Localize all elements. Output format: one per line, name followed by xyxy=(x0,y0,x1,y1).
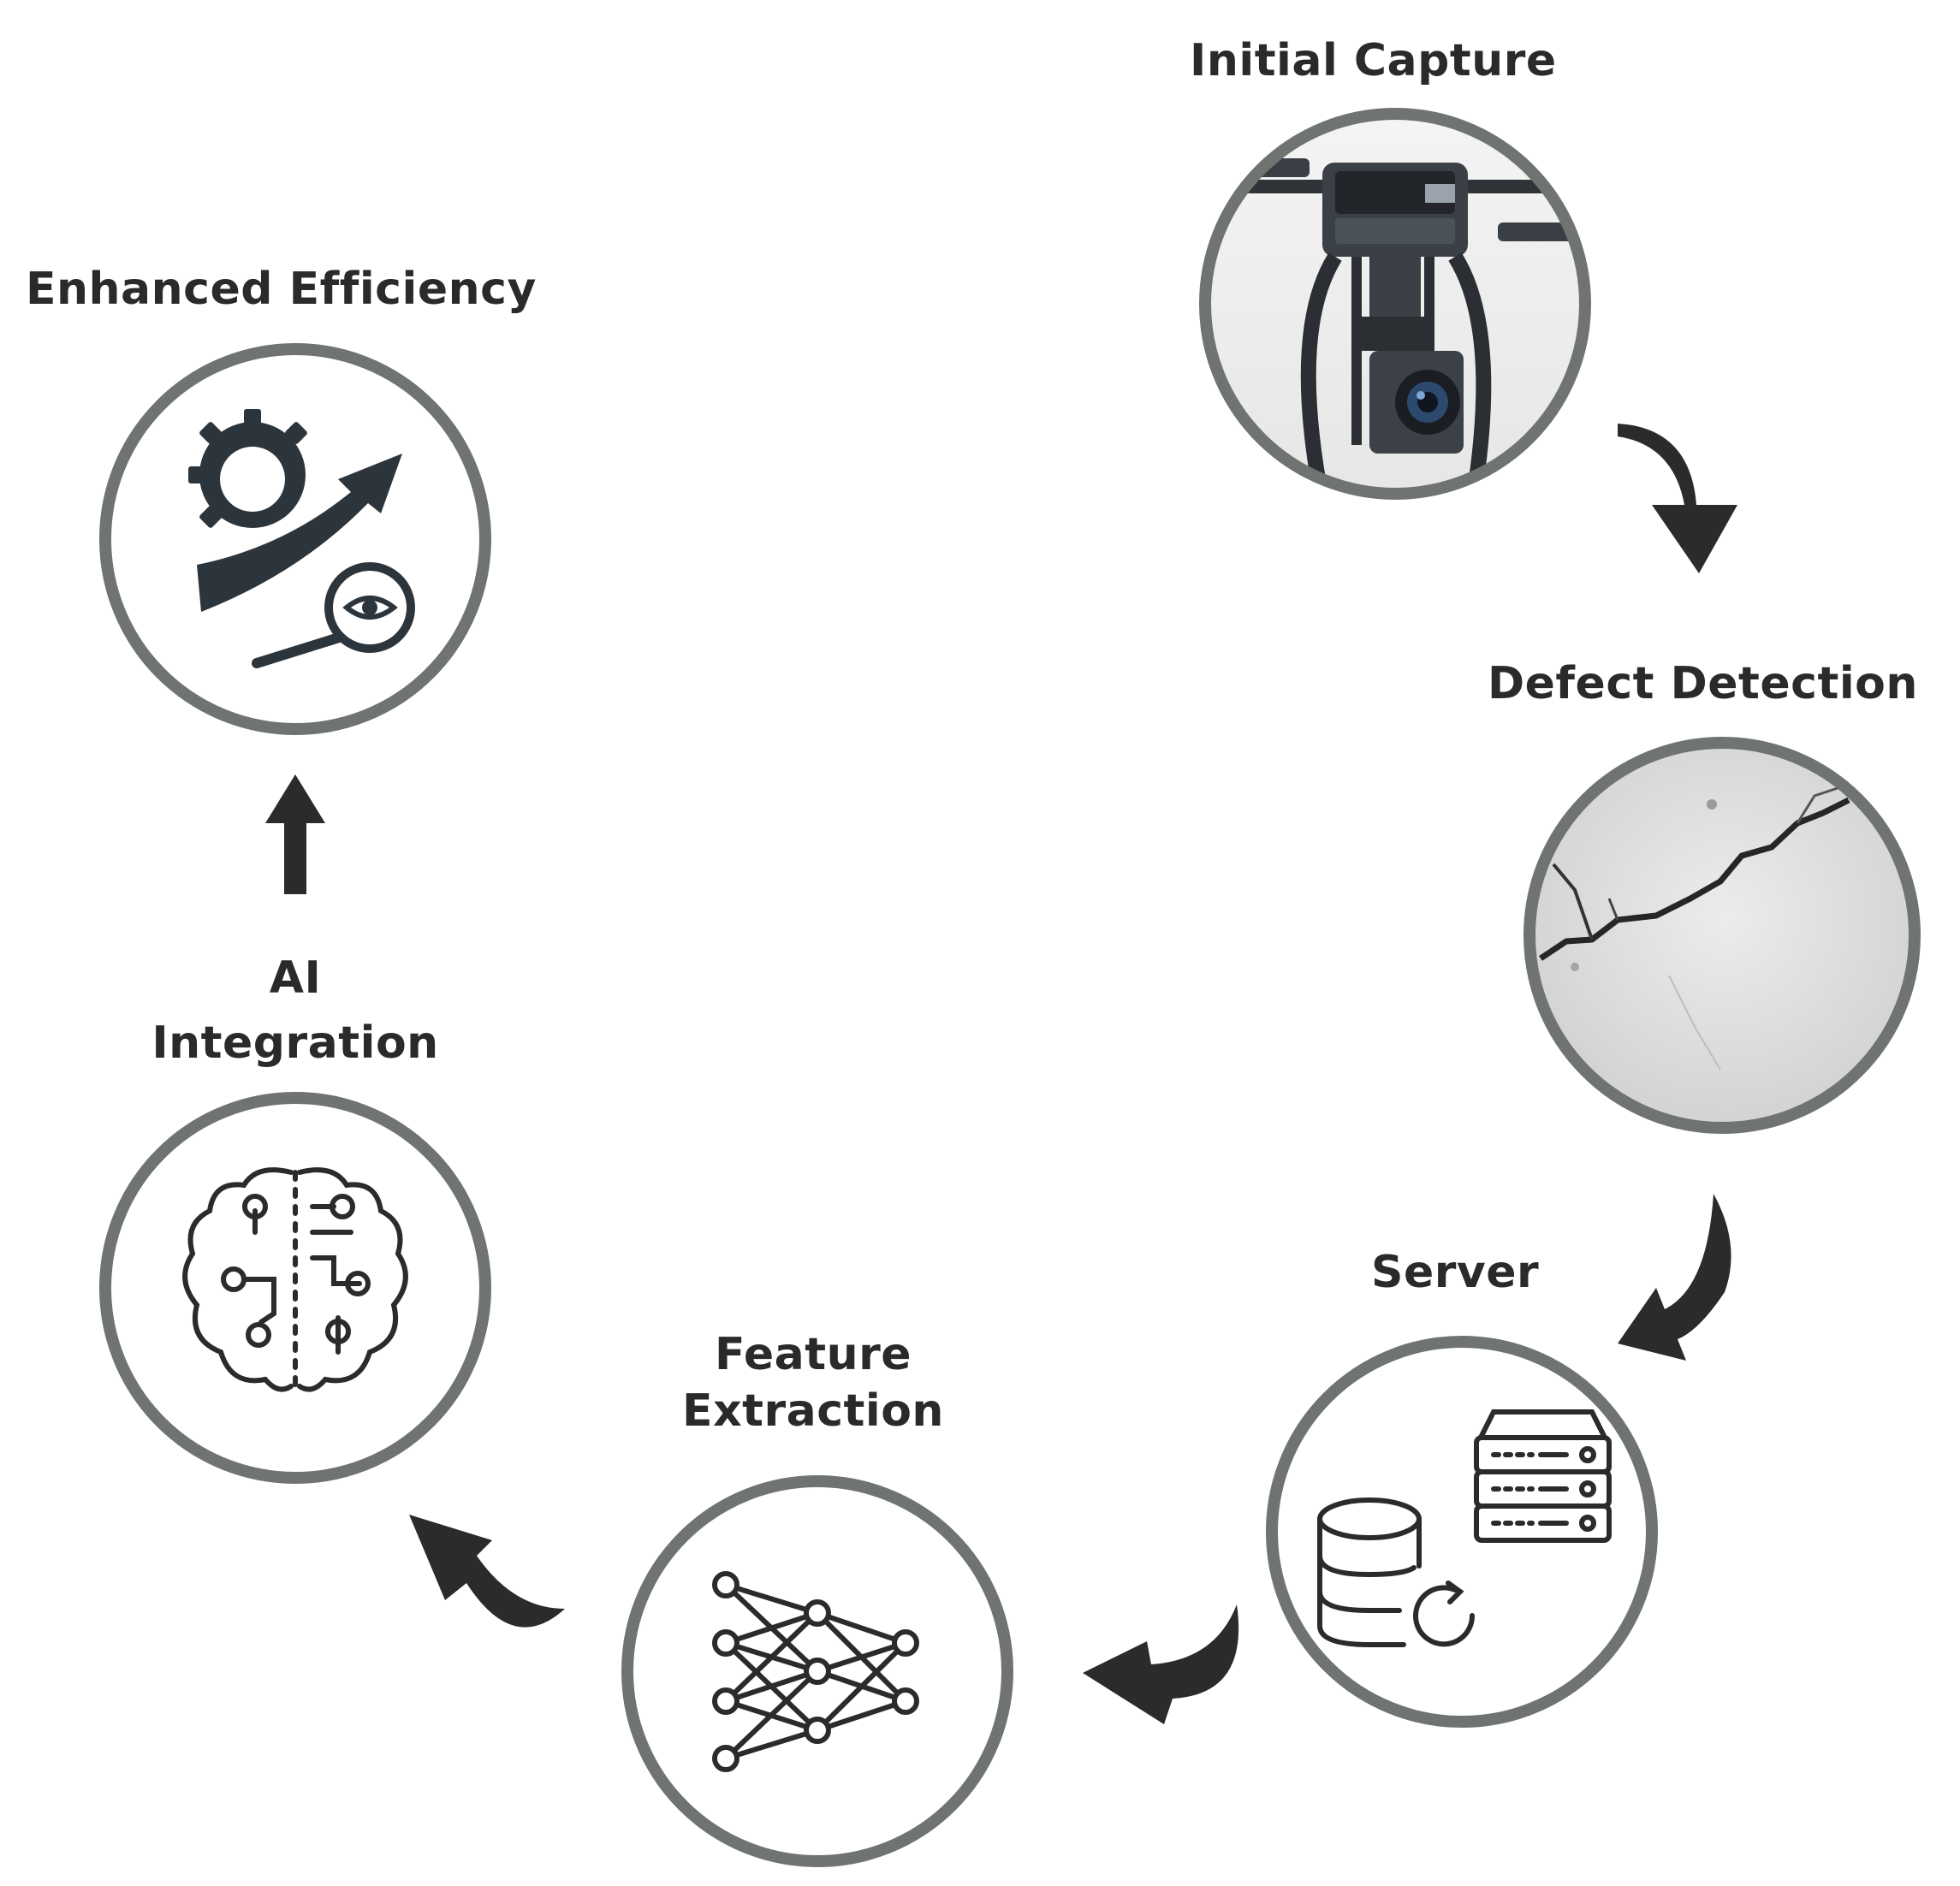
ai-brain-circuit-icon xyxy=(182,1167,408,1393)
flow-arrows xyxy=(265,424,1737,1724)
server-node xyxy=(1266,1336,1658,1728)
drone-camera-icon xyxy=(1205,114,1585,494)
gear-growth-inspection-icon xyxy=(188,409,415,668)
feature-extraction-label-line-1: Feature xyxy=(714,1329,912,1380)
initial-capture-ring xyxy=(1199,108,1591,500)
initial-capture-label: Initial Capture xyxy=(1190,35,1557,86)
arrow-ai-to-efficiency xyxy=(265,774,325,894)
feature-extraction-label-line-2: Extraction xyxy=(682,1385,944,1437)
feature-extraction-node xyxy=(621,1475,1013,1867)
ai-integration-label-line-1: AI xyxy=(269,952,322,1004)
neural-network-icon xyxy=(712,1571,919,1772)
ai-integration-label-line-2: Integration xyxy=(151,1017,439,1069)
arrow-feature-to-ai xyxy=(409,1515,565,1628)
database-server-icon xyxy=(1317,1409,1612,1647)
defect-detection-ring xyxy=(1523,737,1921,1134)
feature-extraction-label: Feature Extraction xyxy=(668,1326,959,1439)
ai-integration-label: AI Integration xyxy=(137,946,454,1076)
ai-integration-node xyxy=(99,1092,491,1484)
arrow-capture-to-defect xyxy=(1618,424,1737,573)
enhanced-efficiency-label: Enhanced Efficiency xyxy=(26,264,537,315)
enhanced-efficiency-node xyxy=(99,343,491,735)
ai-integration-ring xyxy=(99,1092,491,1484)
crack-icon xyxy=(1529,743,1915,1128)
arrow-defect-to-server xyxy=(1618,1194,1731,1361)
defect-detection-label: Defect Detection xyxy=(1488,658,1918,709)
initial-capture-node xyxy=(1199,108,1591,500)
arrow-server-to-feature xyxy=(1083,1604,1239,1724)
server-label: Server xyxy=(1371,1247,1540,1298)
defect-detection-node xyxy=(1523,737,1921,1134)
